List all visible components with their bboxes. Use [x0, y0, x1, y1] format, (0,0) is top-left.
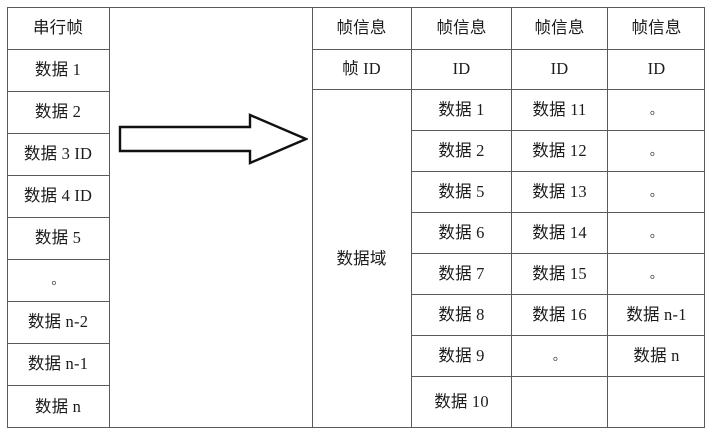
- right-header2-col3: ID: [512, 50, 608, 90]
- right-header1-col2: 帧信息: [412, 7, 512, 50]
- right-data-field-cell: 数据域: [312, 90, 412, 428]
- right-body-r2-c2: 数据 13: [512, 172, 608, 213]
- right-header2-col4: ID: [608, 50, 705, 90]
- right-body-r4-c2: 数据 15: [512, 254, 608, 295]
- left-row-9: 数据 n: [7, 386, 110, 428]
- left-row-8: 数据 n-1: [7, 344, 110, 386]
- right-body-r4-c3: 。: [608, 254, 705, 295]
- right-body-r5-c3: 数据 n-1: [608, 295, 705, 336]
- right-header2-col2: ID: [412, 50, 512, 90]
- right-table-left-divider: [312, 7, 313, 428]
- right-body-r2-c3: 。: [608, 172, 705, 213]
- right-body-r7-c3: [608, 377, 705, 428]
- right-body-r5-c1: 数据 8: [412, 295, 512, 336]
- right-body-r6-c2: 。: [512, 336, 608, 377]
- right-body-r1-c2: 数据 12: [512, 131, 608, 172]
- right-body-r3-c2: 数据 14: [512, 213, 608, 254]
- right-body-r2-c1: 数据 5: [412, 172, 512, 213]
- left-row-5: 数据 5: [7, 218, 110, 260]
- right-header2-col1: 帧 ID: [312, 50, 412, 90]
- right-body-r7-c2: [512, 377, 608, 428]
- right-body-r0-c3: 。: [608, 90, 705, 131]
- right-body-r6-c1: 数据 9: [412, 336, 512, 377]
- left-row-1: 数据 1: [7, 50, 110, 92]
- right-body-r4-c1: 数据 7: [412, 254, 512, 295]
- left-row-7: 数据 n-2: [7, 302, 110, 344]
- left-row-6-ellipsis: 。: [7, 260, 110, 302]
- right-header1-col3: 帧信息: [512, 7, 608, 50]
- left-row-4: 数据 4 ID: [7, 176, 110, 218]
- right-body-r3-c1: 数据 6: [412, 213, 512, 254]
- right-body-r7-c1: 数据 10: [412, 377, 512, 428]
- left-row-2: 数据 2: [7, 92, 110, 134]
- right-body-r0-c1: 数据 1: [412, 90, 512, 131]
- right-body-r0-c2: 数据 11: [512, 90, 608, 131]
- left-row-3: 数据 3 ID: [7, 134, 110, 176]
- right-body-r5-c2: 数据 16: [512, 295, 608, 336]
- right-body-r1-c1: 数据 2: [412, 131, 512, 172]
- right-block-arrow-icon: [118, 113, 308, 165]
- right-body-r6-c3: 数据 n: [608, 336, 705, 377]
- right-body-r3-c3: 。: [608, 213, 705, 254]
- left-row-0: 串行帧: [7, 7, 110, 50]
- right-body-r1-c3: 。: [608, 131, 705, 172]
- right-header1-col1: 帧信息: [312, 7, 412, 50]
- right-header1-col4: 帧信息: [608, 7, 705, 50]
